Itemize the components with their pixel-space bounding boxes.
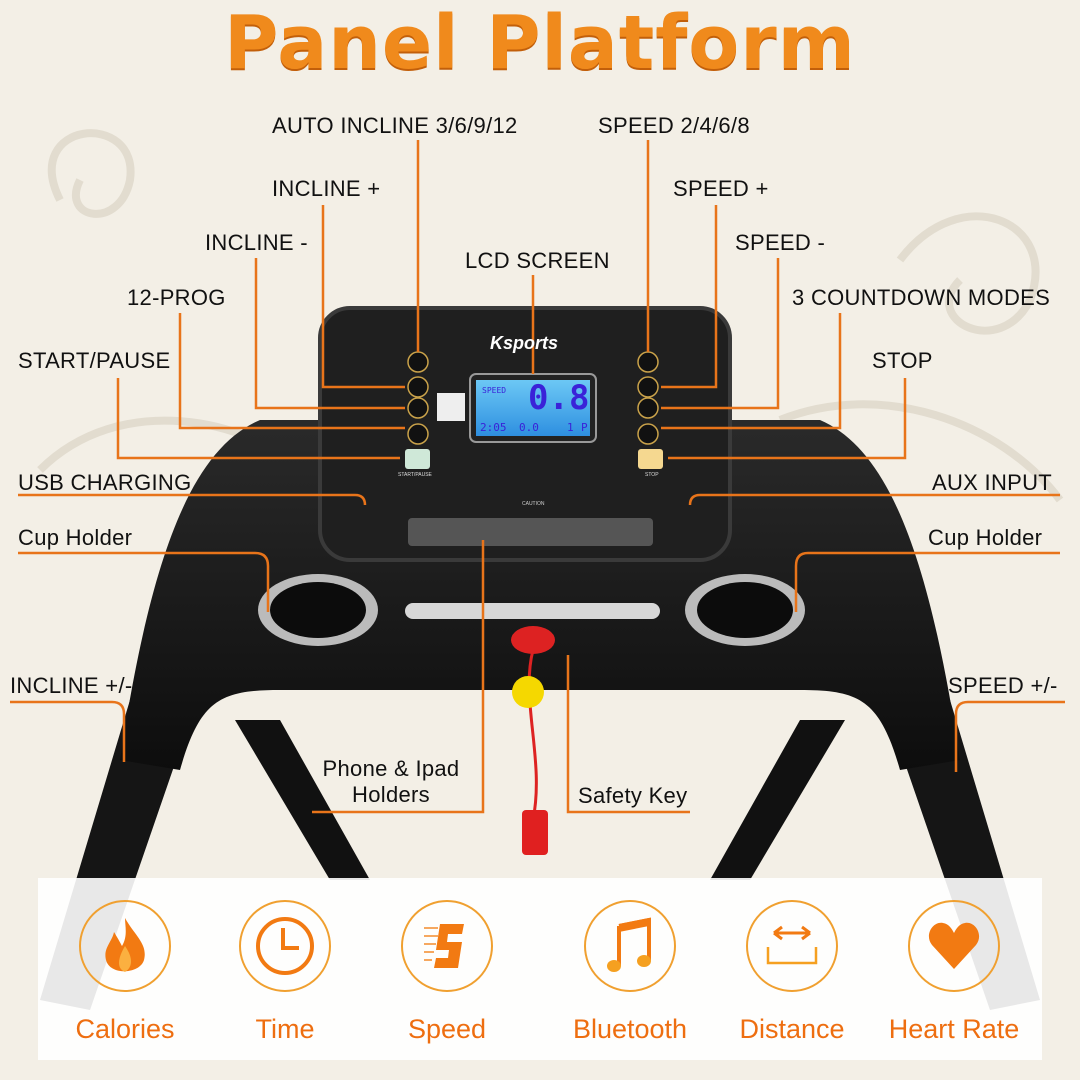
- feature-label: Distance: [739, 1014, 845, 1044]
- stop-button[interactable]: [638, 449, 663, 469]
- mode-button[interactable]: [637, 423, 659, 445]
- heart-icon: [928, 922, 980, 969]
- cup-holder-right: [685, 574, 805, 646]
- callout-countdown: 3 COUNTDOWN MODES: [792, 285, 1051, 310]
- flame-icon: [105, 918, 145, 972]
- feature-label: Bluetooth: [572, 1014, 688, 1044]
- brand-logo: Ksports: [490, 333, 559, 353]
- speed-preset-button[interactable]: [637, 351, 659, 373]
- caution-caption: CAUTION: [522, 501, 545, 507]
- feature-label: Time: [255, 1014, 315, 1044]
- feature-calories: Calories: [50, 878, 200, 1045]
- distance-arrow-icon: [766, 925, 818, 965]
- callout-prog: 12-PROG: [127, 285, 226, 310]
- callout-incline-pm: INCLINE +/-: [10, 673, 133, 698]
- stop-caption: STOP: [645, 472, 659, 478]
- cup-holder-left: [258, 574, 378, 646]
- feature-label: Heart Rate: [888, 1014, 1020, 1044]
- tablet-holder: [408, 518, 653, 546]
- callout-aux: AUX INPUT: [932, 470, 1053, 495]
- callout-speed-pm: SPEED +/-: [948, 673, 1058, 698]
- feature-heart-rate: Heart Rate: [879, 878, 1029, 1045]
- start-pause-button[interactable]: [405, 449, 430, 469]
- feature-time: Time: [210, 878, 360, 1045]
- page-title: Panel Platform: [224, 0, 856, 86]
- callout-incline-plus: INCLINE +: [272, 176, 381, 201]
- callout-cup-left: Cup Holder: [18, 525, 133, 550]
- speed-minus-button[interactable]: [637, 397, 659, 419]
- callout-lcd-screen: LCD SCREEN: [465, 248, 610, 273]
- qr-code: [437, 393, 465, 421]
- callout-auto-incline: AUTO INCLINE 3/6/9/12: [272, 113, 518, 138]
- left-upright: [235, 720, 370, 880]
- safety-key-socket[interactable]: [511, 626, 555, 654]
- warning-sticker: [512, 676, 544, 708]
- lcd-distance-value: 0.0: [519, 421, 539, 434]
- feature-speed: Speed: [372, 878, 522, 1045]
- lcd-program-value: P: [581, 421, 588, 434]
- feature-bluetooth: Bluetooth: [555, 878, 705, 1045]
- speed-plus-button[interactable]: [637, 376, 659, 398]
- fan-grille: [405, 603, 660, 619]
- feature-distance: Distance: [717, 878, 867, 1045]
- lcd-time-value: 2:05: [480, 421, 507, 434]
- callout-speed-plus: SPEED +: [673, 176, 769, 201]
- feature-label: Speed: [407, 1014, 487, 1044]
- lcd-level-value: 1: [567, 421, 574, 434]
- lcd-screen: [476, 380, 590, 436]
- incline-minus-button[interactable]: [407, 397, 429, 419]
- auto-incline-button[interactable]: [407, 351, 429, 373]
- lcd-main-value: 0.8: [528, 378, 590, 418]
- callout-phone-line1: Phone & Ipad: [322, 756, 460, 781]
- music-note-icon: [607, 917, 651, 972]
- callout-speed-minus: SPEED -: [735, 230, 826, 255]
- speed-icon: [424, 924, 464, 968]
- safety-key-clip[interactable]: [522, 810, 548, 855]
- feature-panel: Calories Time Speed Bluetooth Distance H…: [38, 878, 1042, 1060]
- leader-lines: [10, 140, 1065, 814]
- callout-start-pause: START/PAUSE: [18, 348, 171, 373]
- callout-speed-presets: SPEED 2/4/6/8: [598, 113, 750, 138]
- incline-plus-button[interactable]: [407, 376, 429, 398]
- callout-stop: STOP: [872, 348, 933, 373]
- callout-safety-key: Safety Key: [578, 783, 688, 808]
- clock-icon: [256, 917, 314, 975]
- lcd-mode-label: SPEED: [482, 386, 507, 395]
- prog-button[interactable]: [407, 423, 429, 445]
- callout-incline-minus: INCLINE -: [205, 230, 308, 255]
- right-upright: [710, 720, 845, 880]
- callout-cup-right: Cup Holder: [928, 525, 1043, 550]
- callout-phone-holders: Phone & Ipad Holders: [312, 756, 470, 808]
- callout-usb: USB CHARGING: [18, 470, 192, 495]
- start-pause-caption: START/PAUSE: [398, 472, 432, 478]
- callout-phone-line2: Holders: [352, 782, 430, 807]
- feature-label: Calories: [75, 1014, 175, 1044]
